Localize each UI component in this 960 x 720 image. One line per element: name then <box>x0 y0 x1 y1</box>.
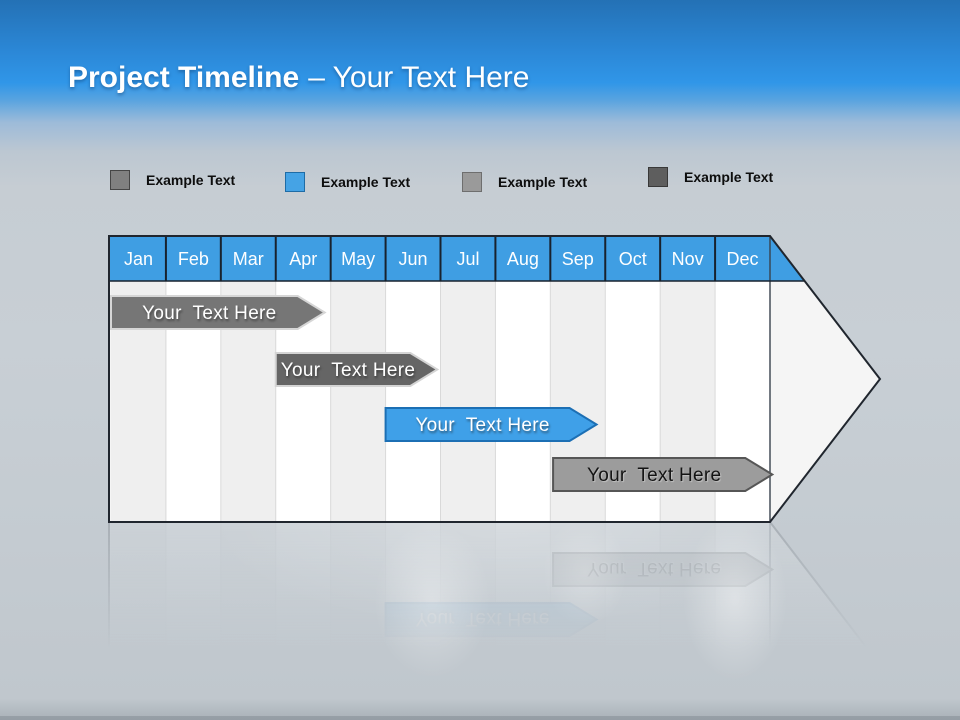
slide-title: Project Timeline– Your Text Here <box>68 60 529 96</box>
timeline-bar-label: Your Text Here <box>587 465 721 486</box>
month-label: Oct <box>619 249 647 269</box>
month-label: Mar <box>233 249 264 269</box>
legend-swatch <box>110 170 130 190</box>
timeline-bar-label: Your Text Here <box>142 303 276 324</box>
month-label: Feb <box>178 249 209 269</box>
title-primary: Project Timeline <box>68 61 300 94</box>
month-column <box>440 281 496 522</box>
month-column <box>385 281 441 522</box>
month-column <box>330 281 386 522</box>
slide-bottom-edge <box>0 716 960 720</box>
month-label: Dec <box>727 249 759 269</box>
month-label: May <box>341 249 375 269</box>
arrow-outline <box>108 235 882 523</box>
legend-item: Example Text <box>285 172 410 192</box>
legend-label: Example Text <box>684 169 774 185</box>
month-column <box>495 281 551 522</box>
timeline-bar-label: Your Text Here <box>415 415 549 436</box>
month-label: Nov <box>672 249 704 269</box>
month-label: Jan <box>124 249 153 269</box>
timeline-arrow: Jan Feb Mar Apr May Jun Jul Aug Sep Oct Nov Dec You… <box>108 235 882 523</box>
legend-item: Example Text <box>110 170 235 190</box>
timeline-bar <box>552 457 775 492</box>
legend-item: Example Text <box>462 172 587 192</box>
timeline-bar-label: Your Text Here <box>281 360 415 381</box>
legend-label: Example Text <box>321 174 411 190</box>
chart-reflection <box>109 522 889 720</box>
month-label: Aug <box>507 249 539 269</box>
legend-label: Example Text <box>498 174 588 190</box>
month-label: Apr <box>289 249 317 269</box>
month-label: Sep <box>562 249 594 269</box>
legend-item: Example Text <box>648 167 773 187</box>
timeline-bar <box>384 407 599 442</box>
month-header-separators <box>164 236 717 281</box>
legend-label: Example Text <box>146 172 236 188</box>
month-label: Jun <box>399 249 428 269</box>
legend-swatch <box>462 172 482 192</box>
title-secondary: – Your Text Here <box>308 61 530 94</box>
legend-swatch <box>648 167 668 187</box>
month-labels: Jan Feb Mar Apr May Jun Jul Aug Sep Oct Nov Dec <box>124 249 759 269</box>
legend-swatch <box>285 172 305 192</box>
timeline-bar <box>274 352 440 387</box>
month-label: Jul <box>456 249 479 269</box>
timeline-bar <box>110 295 327 330</box>
month-header-band <box>109 236 880 281</box>
